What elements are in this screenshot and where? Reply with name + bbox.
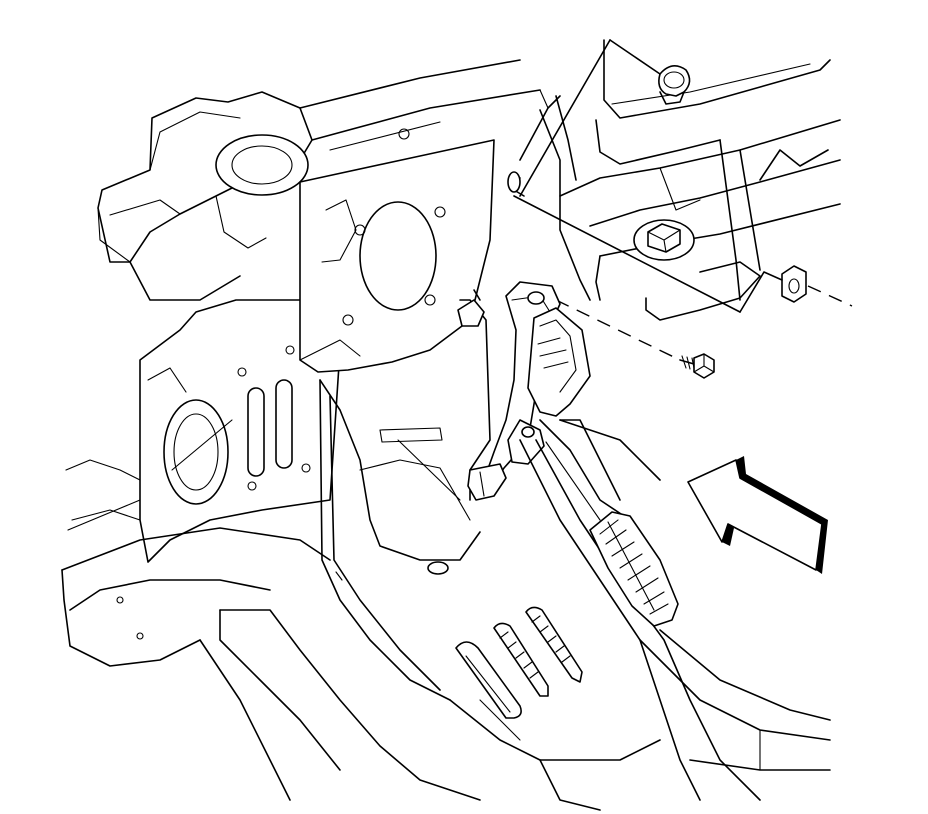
hvac-mounting-plate — [299, 139, 495, 373]
left-background-structure — [65, 459, 141, 531]
direction-arrow-icon — [687, 456, 828, 574]
strut-tower-bracket — [97, 91, 313, 301]
mounting-tab-icon — [781, 265, 807, 303]
push-in-retainer-icon — [658, 65, 691, 105]
leader-lines — [507, 39, 853, 361]
dash-panel-right — [539, 39, 841, 321]
floor-pan — [61, 527, 661, 811]
clip-nut-icon — [633, 219, 695, 261]
accelerator-pedal-assembly — [457, 281, 761, 801]
pedal-pad — [589, 511, 679, 627]
floor-ribs — [455, 606, 583, 719]
dash-panel-left — [139, 289, 341, 563]
pedal-mounting-bolt-icon — [679, 353, 715, 379]
cowl-panel — [299, 59, 561, 161]
rocker-sill — [559, 419, 831, 771]
